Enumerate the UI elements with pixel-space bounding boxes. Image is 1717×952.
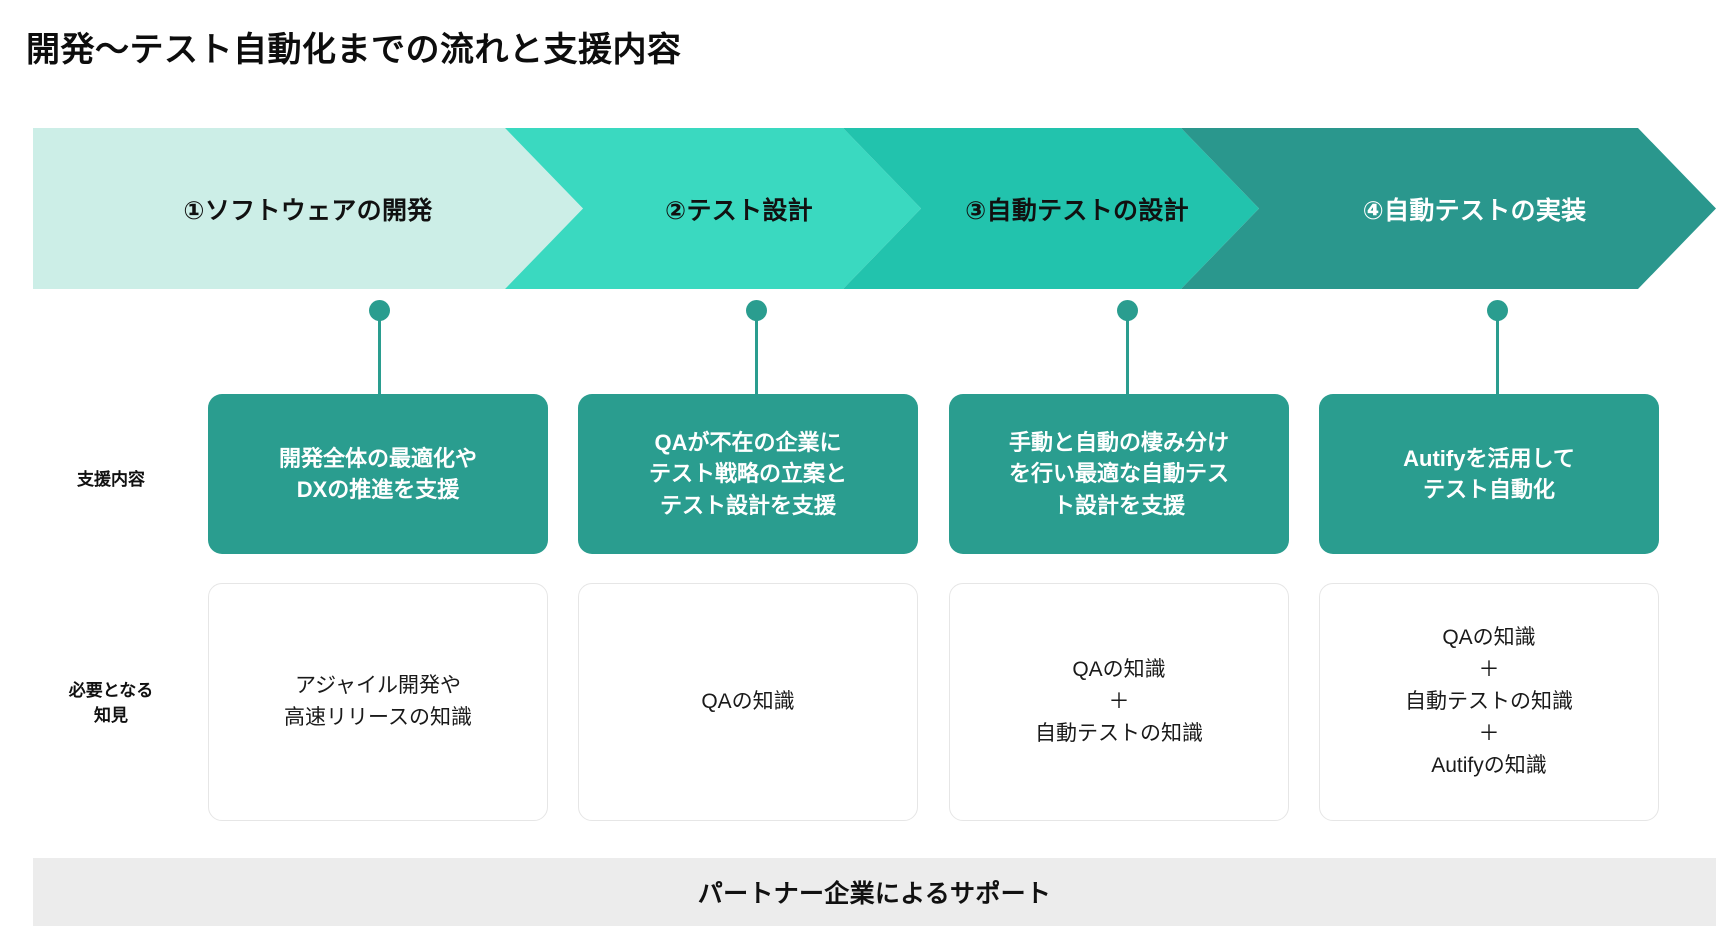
connector-stem-3	[1126, 314, 1129, 400]
knowledge-box-3[interactable]: QAの知識 ＋ 自動テストの知識	[949, 583, 1289, 821]
connector-dot-2	[746, 300, 767, 321]
knowledge-box-4[interactable]: QAの知識 ＋ 自動テストの知識 ＋ Autifyの知識	[1319, 583, 1659, 821]
flow-stage-2-label: ②テスト設計	[665, 196, 813, 225]
flow-arrow-band: ①ソフトウェアの開発 ②テスト設計 ③自動テストの設計 ④自動テストの実装	[33, 128, 1716, 289]
flow-stage-1-label: ①ソフトウェアの開発	[183, 196, 433, 225]
flow-stage-4[interactable]: ④自動テストの実装	[1181, 128, 1716, 289]
support-card-3[interactable]: 手動と自動の棲み分け を行い最適な自動テス ト設計を支援	[949, 394, 1289, 554]
support-card-2[interactable]: QAが不在の企業に テスト戦略の立案と テスト設計を支援	[578, 394, 918, 554]
flow-stage-1[interactable]: ①ソフトウェアの開発	[33, 128, 583, 289]
flow-stage-4-label: ④自動テストの実装	[1362, 196, 1587, 225]
partner-support-bar: パートナー企業によるサポート	[33, 858, 1716, 926]
support-card-4[interactable]: Autifyを活用して テスト自動化	[1319, 394, 1659, 554]
support-card-1[interactable]: 開発全体の最適化や DXの推進を支援	[208, 394, 548, 554]
page-title: 開発〜テスト自動化までの流れと支援内容	[26, 31, 682, 69]
knowledge-box-2[interactable]: QAの知識	[578, 583, 918, 821]
flow-stage-3-label: ③自動テストの設計	[965, 196, 1189, 225]
connector-dot-1	[369, 300, 390, 321]
knowledge-box-1[interactable]: アジャイル開発や 高速リリースの知識	[208, 583, 548, 821]
connector-dot-3	[1117, 300, 1138, 321]
row-label-knowledge: 必要となる 知見	[68, 681, 154, 725]
connector-stem-4	[1496, 314, 1499, 400]
connector-stem-1	[378, 314, 381, 400]
connector-stem-2	[755, 314, 758, 400]
row-label-support: 支援内容	[77, 470, 145, 489]
connector-dot-4	[1487, 300, 1508, 321]
partner-support-label: パートナー企業によるサポート	[697, 880, 1052, 908]
